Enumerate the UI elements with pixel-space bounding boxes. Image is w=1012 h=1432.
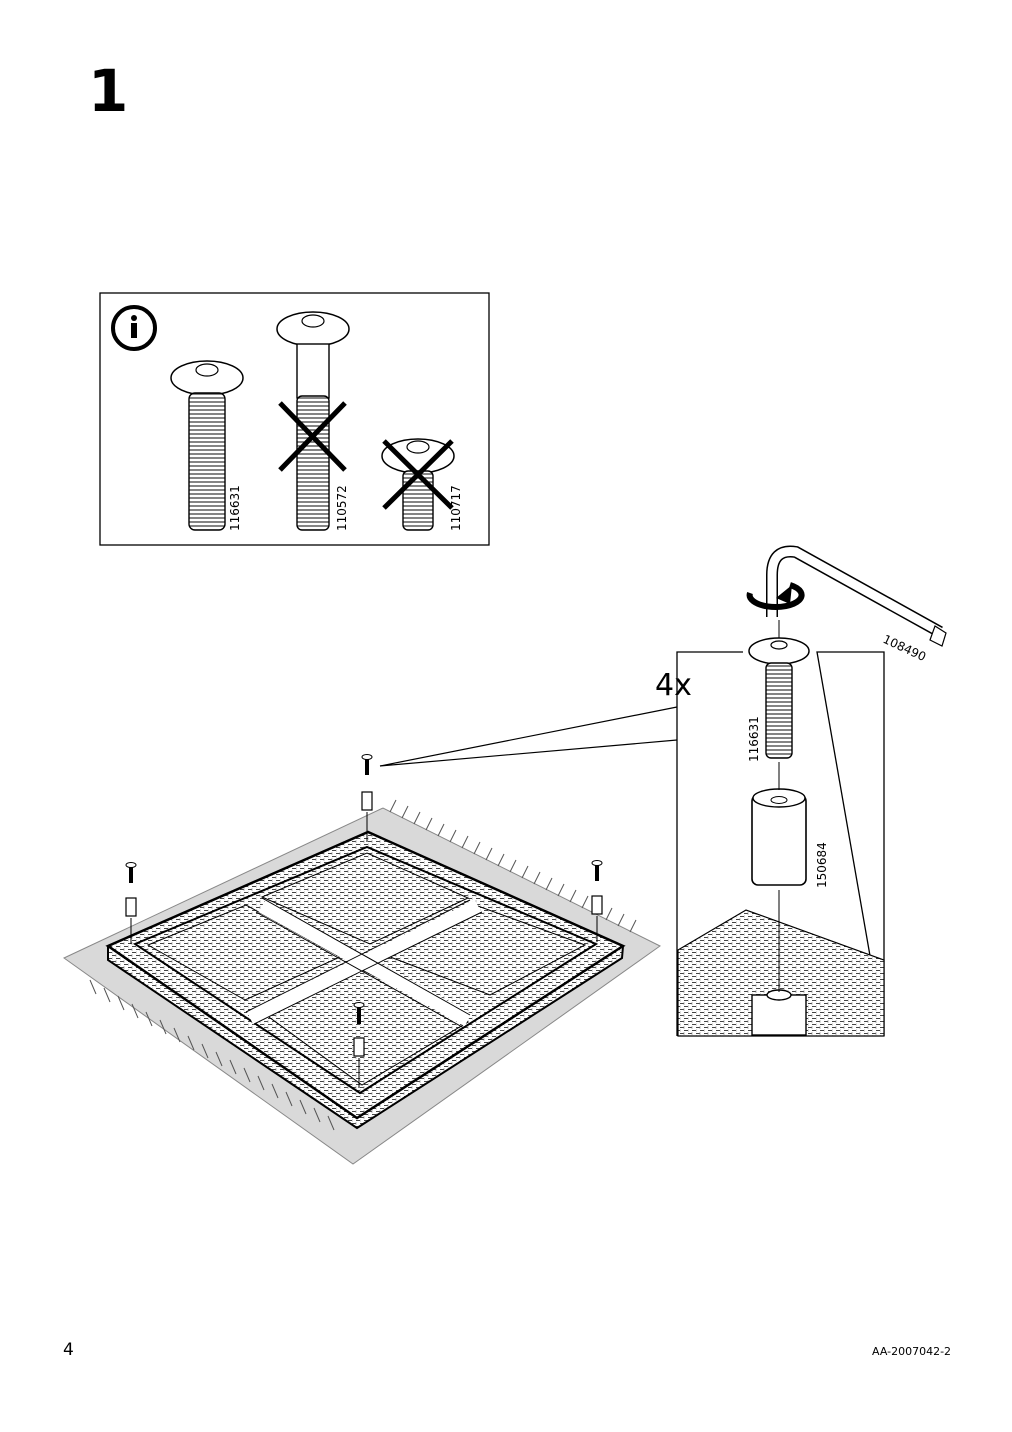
part-label-110717: 110717 — [449, 485, 463, 531]
step-number: 1 — [88, 57, 128, 125]
document-code: AA-2007042-2 — [872, 1345, 952, 1358]
info-icon — [111, 305, 157, 351]
detail-callout — [676, 620, 885, 1037]
hex-key-tool — [746, 545, 947, 647]
screw-110717-wrong — [381, 438, 455, 531]
screw-spacer-right — [591, 860, 603, 942]
quantity-label: 4x — [655, 668, 692, 703]
screw-spacer-left — [125, 862, 137, 944]
screw-part-label: 116631 — [747, 716, 761, 762]
part-label-116631: 116631 — [228, 485, 242, 531]
screw-spacer-bottom — [353, 1002, 365, 1088]
spacer-part-label: 150684 — [815, 842, 829, 888]
screw-spacer-top — [361, 754, 373, 842]
screw-116631-correct — [170, 360, 244, 531]
info-panel: 116631 110572 110717 — [99, 292, 490, 546]
screw-110572-wrong — [276, 311, 350, 531]
seat-frame — [105, 830, 626, 1130]
tool-part-label: 108490 — [881, 632, 928, 664]
page-number: 4 — [63, 1340, 74, 1360]
part-label-110572: 110572 — [335, 485, 349, 531]
